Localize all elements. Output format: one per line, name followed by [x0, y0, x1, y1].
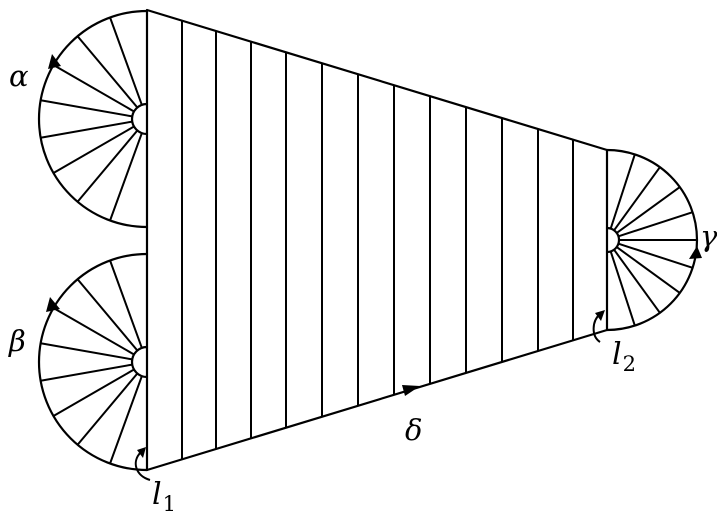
beta-spoke-5: [40, 363, 133, 382]
alpha-spoke-1: [109, 17, 143, 106]
gamma-spokes: [609, 154, 697, 326]
gamma-spoke-4: [618, 211, 693, 238]
alpha-puncture: [130, 102, 149, 136]
gamma-spoke-3: [616, 186, 681, 234]
beta-arrowhead: [46, 297, 60, 312]
beta-spoke-1: [109, 260, 143, 349]
gamma-arrowhead: [689, 246, 702, 259]
alpha-arc: [37, 9, 149, 229]
gamma-spoke-1: [609, 154, 636, 229]
label-delta: δ: [405, 413, 422, 447]
label-beta: β: [8, 324, 26, 358]
beta-spokes: [40, 260, 143, 464]
alpha-spoke-8: [109, 132, 143, 221]
label-l1: l1: [152, 477, 176, 514]
l2-hook: [592, 310, 605, 343]
l2-hook-arrowhead: [595, 310, 605, 321]
label-gamma: γ: [700, 219, 717, 253]
label-l2-base: l: [612, 337, 622, 372]
alpha-halfdisk: [37, 9, 149, 229]
beta-puncture: [130, 345, 149, 379]
label-l2: l2: [612, 337, 636, 376]
l1-hook-arrowhead: [137, 447, 146, 458]
beta-spoke-4: [40, 342, 133, 361]
beta-spoke-8: [109, 375, 143, 464]
alpha-spoke-5: [40, 120, 133, 139]
beta-spoke-3: [52, 307, 135, 356]
alpha-spoke-6: [52, 125, 135, 174]
alpha-spoke-2: [76, 35, 139, 109]
alpha-spoke-7: [76, 129, 139, 203]
beta-spoke-2: [76, 278, 139, 352]
gamma-spoke-2: [613, 166, 661, 231]
beta-halfdisk: [37, 252, 149, 472]
l1-hook: [134, 447, 151, 481]
gamma-spoke-8: [613, 249, 661, 314]
alpha-spoke-4: [40, 99, 133, 118]
gamma-spoke-9: [609, 251, 636, 326]
trapezoid-hatching: [181, 20, 574, 460]
label-l1-base: l: [152, 477, 162, 512]
l1-hook-curve: [134, 451, 151, 481]
gamma-spoke-7: [616, 246, 681, 294]
label-l1-sub: 1: [163, 492, 176, 514]
delta-arrowhead: [402, 385, 420, 396]
gamma-halfdisk: [605, 148, 702, 332]
alpha-arrowhead: [48, 54, 61, 69]
label-alpha: α: [9, 59, 29, 93]
trapezoid-region: [145, 8, 609, 472]
beta-arc: [37, 252, 149, 472]
beta-spoke-7: [76, 372, 139, 446]
alpha-spokes: [40, 17, 143, 221]
label-l2-sub: 2: [623, 352, 636, 376]
alpha-spoke-3: [52, 64, 135, 113]
gamma-spoke-6: [618, 242, 693, 269]
beta-spoke-6: [52, 368, 135, 417]
